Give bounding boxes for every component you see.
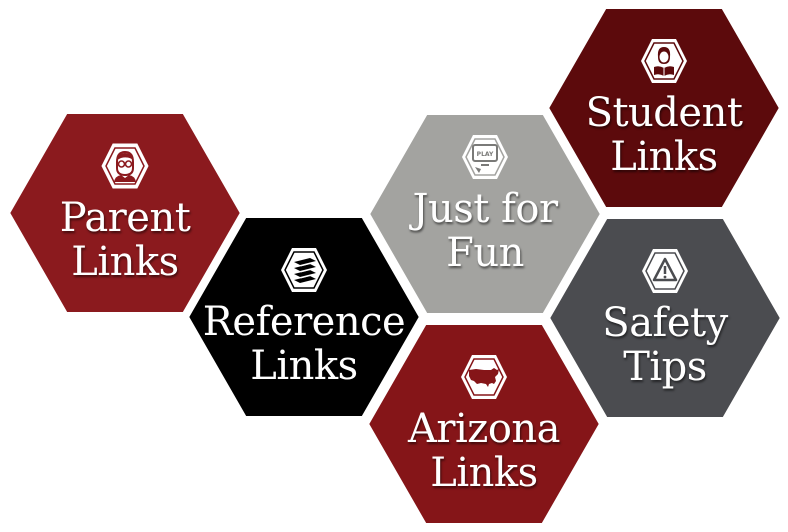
tile-label-line1: Reference (202, 299, 406, 345)
tile-content: Arizona Links (365, 321, 603, 527)
tile-label-line1: Safety (602, 300, 728, 346)
warning-icon (642, 249, 688, 293)
book-stack-icon (281, 248, 327, 292)
parent-face-icon (101, 143, 149, 189)
just-for-fun-tile[interactable]: PLAY Just for Fun (365, 111, 605, 317)
hexagon-shape (5, 110, 245, 316)
tile-label-line1: Student (585, 90, 743, 136)
tile-label-line2: Links (71, 239, 179, 285)
arizona-links-tile[interactable]: Arizona Links (364, 321, 604, 527)
parent-links-tile[interactable]: Parent Links (5, 110, 245, 316)
tile-label-line2: Links (430, 450, 538, 496)
reference-links-tile[interactable]: Reference Links (184, 214, 424, 420)
tile-content: Safety Tips (546, 215, 784, 421)
tile-label-line2: Links (610, 134, 718, 180)
tile-label-line2: Fun (446, 230, 524, 276)
tile-content: Parent Links (6, 110, 244, 316)
tile-label-line1: Just for (412, 186, 558, 232)
play-screen-icon: PLAY (462, 135, 508, 179)
tile-label-line1: Parent (59, 195, 191, 241)
play-icon-text: PLAY (477, 151, 494, 158)
usa-map-icon (461, 355, 507, 399)
safety-tips-tile[interactable]: Safety Tips (545, 215, 785, 421)
hexagon-shape (544, 5, 784, 211)
hexagon-shape (184, 214, 424, 420)
tile-label-line1: Arizona (407, 406, 561, 452)
tile-label-line2: Tips (623, 344, 707, 390)
hexagon-shape (364, 321, 604, 527)
hexagon-shape (365, 111, 605, 317)
tile-content: PLAY Just for Fun (366, 111, 604, 317)
tile-content: Student Links (545, 5, 783, 211)
tile-content: Reference Links (185, 214, 423, 420)
student-reading-icon (641, 39, 687, 83)
hexagon-shape (545, 215, 785, 421)
student-links-tile[interactable]: Student Links (544, 5, 784, 211)
tile-label-line2: Links (250, 343, 358, 389)
